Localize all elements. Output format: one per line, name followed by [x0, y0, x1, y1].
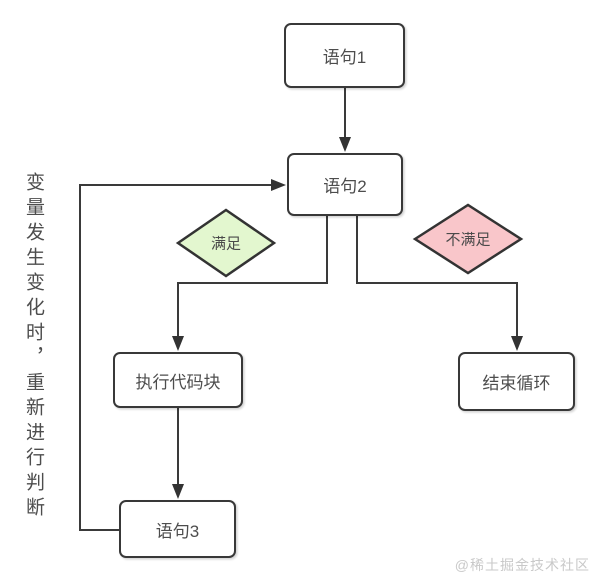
connector-statement2-end-loop	[356, 216, 518, 338]
arrowhead-into-statement2-top	[339, 137, 351, 152]
diamond-not-satisfied-shape	[412, 203, 524, 275]
diamond-not-satisfied-label: 不满足	[445, 231, 491, 249]
node-statement3-label: 语句3	[155, 521, 200, 541]
side-note-vertical-text: 变量发生变化时，重新进行判断	[23, 172, 44, 522]
node-statement1-label: 语句1	[322, 48, 367, 67]
diamond-satisfied-label: 满足	[210, 235, 242, 253]
node-execute-block-label: 执行代码块	[135, 372, 221, 392]
watermark-text: @稀土掘金技术社区	[454, 557, 590, 573]
arrowhead-into-statement2-left	[271, 179, 286, 191]
node-statement2: 语句2	[287, 153, 403, 216]
node-end-loop-label: 结束循环	[482, 374, 551, 393]
node-end-loop: 结束循环	[458, 352, 575, 411]
arrowhead-into-end-loop	[511, 336, 523, 351]
node-execute-block: 执行代码块	[113, 352, 243, 408]
connector-statement3-loopback-statement2	[79, 184, 272, 531]
diamond-satisfied-shape	[175, 208, 277, 278]
arrowhead-into-statement3	[172, 484, 184, 499]
node-statement3: 语句3	[119, 500, 236, 558]
node-statement1: 语句1	[284, 23, 405, 88]
node-statement2-label: 语句2	[323, 177, 367, 196]
arrowhead-into-execute-block	[172, 336, 184, 351]
connector-statement2-execute-block	[177, 216, 328, 338]
